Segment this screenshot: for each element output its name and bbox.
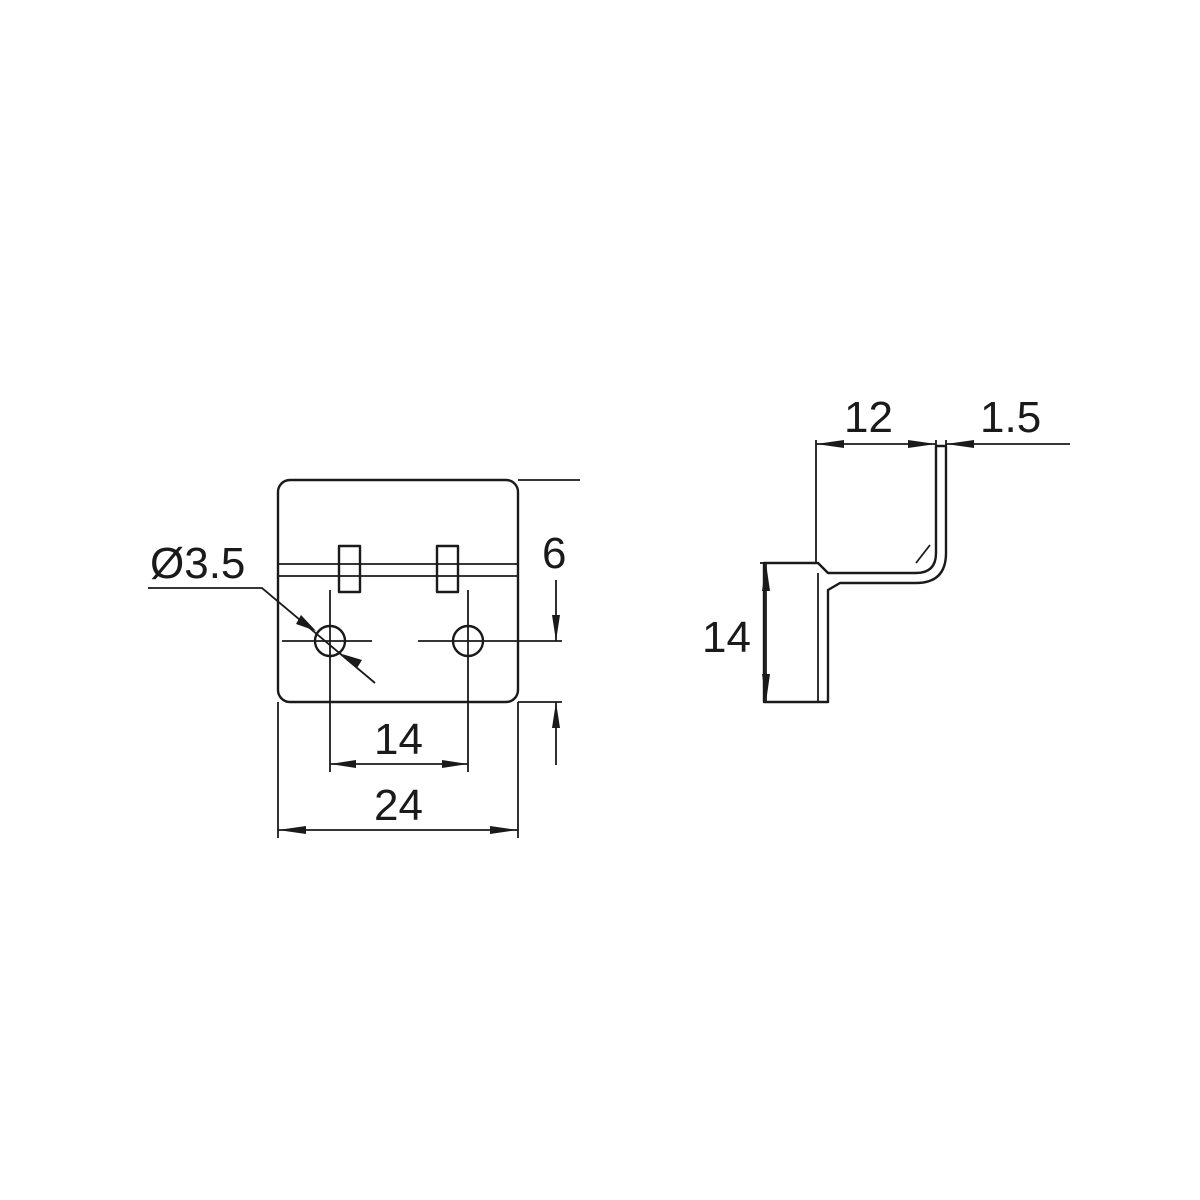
bracket-profile-outer	[762, 444, 948, 704]
tab-left	[337, 544, 362, 594]
hole-offset-label: 6	[542, 529, 566, 578]
bend-shade-2	[817, 562, 829, 574]
dim-12-arrow-right	[908, 440, 936, 448]
diameter-arrow-2	[342, 654, 362, 668]
flange-width-label: 12	[844, 393, 893, 442]
tab-right	[435, 544, 460, 594]
hole-spacing-label: 14	[374, 715, 423, 764]
dim-14-arrow-right	[442, 760, 468, 768]
plate-outline	[276, 478, 520, 704]
diameter-arrow-1	[296, 615, 316, 631]
dim-height-arrow-bottom	[762, 674, 770, 702]
dim-6-arrow-upper	[552, 615, 560, 641]
thickness-label: 1.5	[980, 393, 1041, 442]
dim-12-arrow-left	[816, 440, 844, 448]
side-view: 12 1.5 14	[702, 393, 1070, 704]
dim-24-arrow-left	[278, 826, 306, 834]
dim-14-arrow-left	[330, 760, 356, 768]
overall-width-label: 24	[374, 781, 423, 830]
diameter-leader	[148, 587, 376, 684]
front-view: Ø3.5 6 14 24	[148, 478, 580, 838]
dim-24-arrow-right	[490, 826, 518, 834]
dim-6-arrow-lower	[552, 702, 560, 728]
dim-1-5-arrow	[946, 440, 974, 448]
hole-diameter-label: Ø3.5	[150, 539, 245, 588]
height-label: 14	[702, 613, 751, 662]
bend-shade-1	[915, 544, 931, 564]
dim-height-arrow-top	[762, 563, 770, 591]
